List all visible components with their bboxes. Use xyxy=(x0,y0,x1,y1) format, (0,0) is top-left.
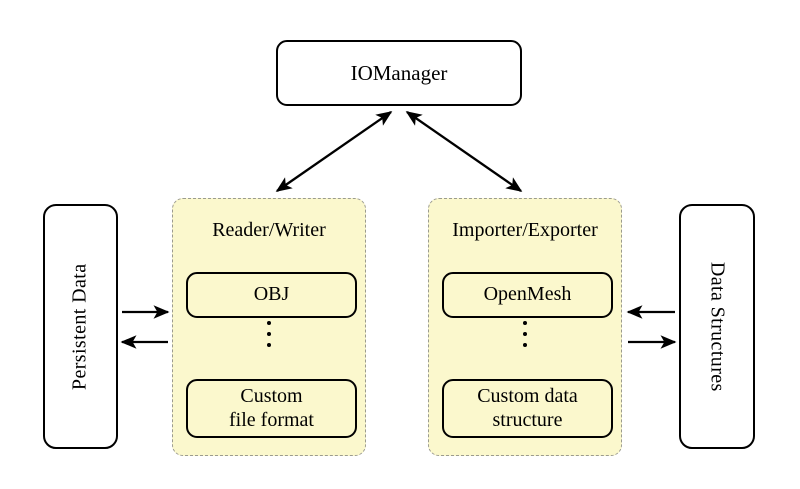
item-custom-file-format-label-line2: file format xyxy=(229,408,314,431)
node-iomanager[interactable]: IOManager xyxy=(276,40,522,106)
group-importer-exporter[interactable]: Importer/Exporter OpenMesh Custom data s… xyxy=(428,198,622,456)
item-custom-data-structure-label-line1: Custom data xyxy=(477,385,578,408)
node-data-structures[interactable]: Data Structures xyxy=(679,204,755,449)
connector-iomanager-readerwriter xyxy=(275,111,393,192)
item-obj-label: OBJ xyxy=(253,283,290,306)
item-custom-file-format-label-line1: Custom xyxy=(240,385,303,408)
node-persistent-data[interactable]: Persistent Data xyxy=(43,204,118,449)
item-obj[interactable]: OBJ xyxy=(186,272,357,318)
group-reader-writer[interactable]: Reader/Writer OBJ Custom file format xyxy=(172,198,366,456)
ellipsis-reader-writer xyxy=(173,321,365,354)
node-persistent-data-label: Persistent Data xyxy=(68,263,91,390)
node-data-structures-label: Data Structures xyxy=(706,261,729,392)
connector-iomanager-importerexporter xyxy=(405,111,523,192)
item-custom-data-structure[interactable]: Custom data structure xyxy=(442,379,613,438)
item-custom-file-format[interactable]: Custom file format xyxy=(186,379,357,438)
ellipsis-importer-exporter xyxy=(429,321,621,354)
group-importer-exporter-title: Importer/Exporter xyxy=(452,219,598,241)
node-iomanager-label: IOManager xyxy=(350,60,448,85)
item-custom-data-structure-label-line2: structure xyxy=(492,408,563,431)
item-openmesh[interactable]: OpenMesh xyxy=(442,272,613,318)
group-reader-writer-title: Reader/Writer xyxy=(212,219,326,241)
item-openmesh-label: OpenMesh xyxy=(483,283,572,306)
